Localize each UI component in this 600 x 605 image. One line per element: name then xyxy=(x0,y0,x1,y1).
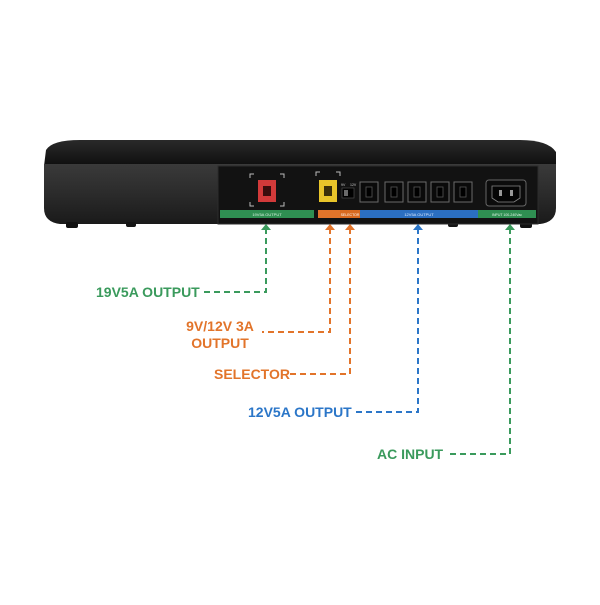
leader-lines xyxy=(202,228,511,455)
callout-12v5a-output: 12V5A OUTPUT xyxy=(248,404,352,420)
port-19v xyxy=(249,173,285,207)
leader-9v-12v xyxy=(262,228,331,333)
callout-ac-input: AC INPUT xyxy=(377,446,444,462)
leader-19v xyxy=(202,228,267,293)
leader-12v xyxy=(356,228,419,413)
strip-12v-output xyxy=(360,210,478,218)
ports-12v xyxy=(359,181,473,203)
arrow-up-icon xyxy=(261,224,271,230)
strip-19v-output xyxy=(220,210,314,218)
device-lid xyxy=(44,140,556,166)
switch-12v-label: 12V xyxy=(350,183,357,187)
arrow-up-icon xyxy=(413,224,423,230)
strip-9v-12v xyxy=(318,210,340,218)
strip-input xyxy=(478,210,536,218)
callout-selector: SELECTOR xyxy=(214,366,290,382)
arrow-up-icon xyxy=(505,224,515,230)
ac-input-socket xyxy=(485,179,527,207)
port-9v-12v xyxy=(315,171,341,202)
device-foot xyxy=(66,222,78,228)
strip-selector-label: SELECTOR xyxy=(341,213,360,217)
device-foot xyxy=(126,222,136,227)
arrowheads xyxy=(261,224,515,230)
leader-ac-input xyxy=(446,228,511,455)
callout-19v5a-output: 19V5A OUTPUT xyxy=(96,284,200,300)
strip-input-label: INPUT 100-240Vac xyxy=(492,213,522,217)
strip-12v-label: 12V5A OUTPUT xyxy=(404,212,434,217)
selector-switch: 9V 12V xyxy=(341,183,357,199)
callout-9v-12v-line1: 9V/12V 3A xyxy=(186,318,254,334)
arrow-up-icon xyxy=(345,224,355,230)
leader-selector xyxy=(288,228,351,375)
callout-9v-12v-line2: OUTPUT xyxy=(191,335,249,351)
switch-9v-label: 9V xyxy=(341,183,346,187)
strip-19v-label: 19V5A OUTPUT xyxy=(252,212,282,217)
callout-9v-12v-output: 9V/12V 3A OUTPUT xyxy=(180,318,260,352)
arrow-up-icon xyxy=(325,224,335,230)
strip-selector xyxy=(340,210,360,218)
